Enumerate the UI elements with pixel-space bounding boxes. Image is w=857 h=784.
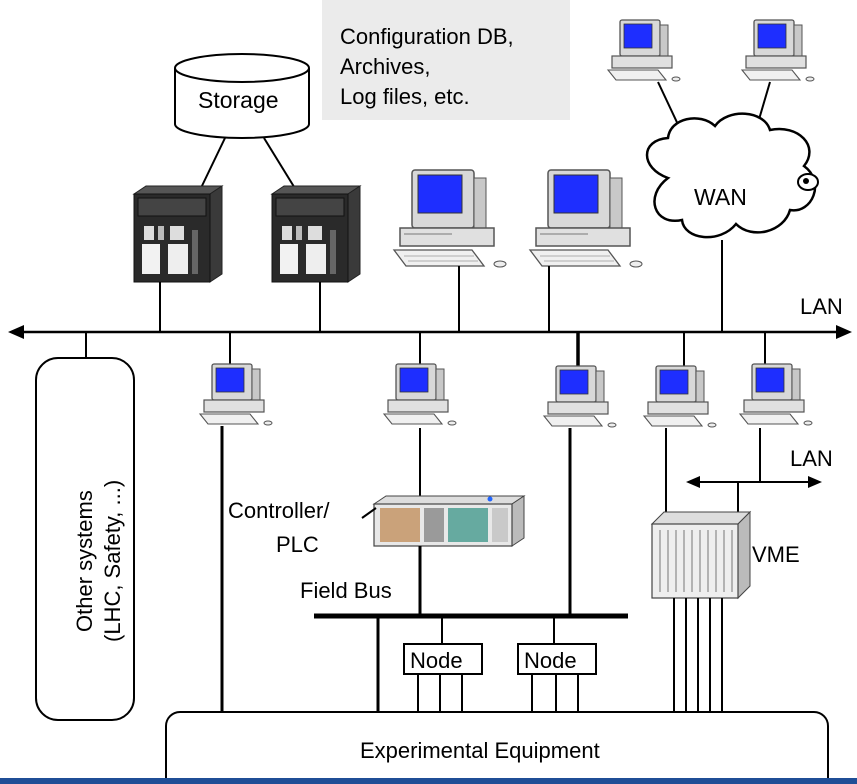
vme-label: VME bbox=[752, 542, 800, 567]
node-label-2: Node bbox=[524, 648, 577, 673]
workstation-icon bbox=[643, 365, 717, 428]
plc-icon bbox=[372, 495, 526, 547]
controller-label-line-1: Controller/ bbox=[228, 498, 330, 523]
workstation-icon bbox=[199, 363, 273, 426]
vme-crate-icon bbox=[650, 510, 752, 600]
config-line-3: Log files, etc. bbox=[340, 84, 470, 109]
lan-label-top: LAN bbox=[800, 294, 843, 319]
wan-label: WAN bbox=[694, 184, 747, 210]
workstation-icon bbox=[383, 363, 457, 426]
wan-workstation-icon bbox=[741, 19, 815, 82]
workstation-icon bbox=[739, 363, 813, 426]
node-label-1: Node bbox=[410, 648, 463, 673]
server-icon bbox=[133, 185, 223, 283]
configuration-db-box: Configuration DB, Archives, Log files, e… bbox=[322, 0, 570, 120]
secondary-lan-line bbox=[686, 476, 822, 488]
config-line-2: Archives, bbox=[340, 54, 430, 79]
storage-label: Storage bbox=[198, 87, 279, 113]
experimental-equipment-label: Experimental Equipment bbox=[360, 738, 600, 763]
storage-database-icon: Storage bbox=[174, 53, 310, 139]
other-systems-line-2: (LHC, Safety, ...) bbox=[100, 480, 125, 642]
experimental-equipment-box: Experimental Equipment bbox=[165, 711, 829, 784]
node-box-1 bbox=[403, 643, 483, 675]
workstation-icon bbox=[529, 169, 643, 268]
workstation-icon bbox=[393, 169, 507, 268]
wan-workstation-icon bbox=[607, 19, 681, 82]
controller-label-line-2: PLC bbox=[276, 532, 319, 557]
other-systems-box: Other systems (LHC, Safety, ...) bbox=[35, 357, 135, 721]
lan-label-right: LAN bbox=[790, 446, 833, 471]
main-lan-line bbox=[8, 325, 852, 339]
other-systems-line-1: Other systems bbox=[72, 490, 97, 632]
config-line-1: Configuration DB, bbox=[340, 24, 514, 49]
workstation-icon bbox=[543, 365, 617, 428]
node-box-2 bbox=[517, 643, 597, 675]
server-icon bbox=[271, 185, 361, 283]
field-bus-label: Field Bus bbox=[300, 578, 392, 603]
bottom-bar bbox=[0, 778, 857, 784]
wan-cloud: WAN bbox=[645, 112, 819, 239]
